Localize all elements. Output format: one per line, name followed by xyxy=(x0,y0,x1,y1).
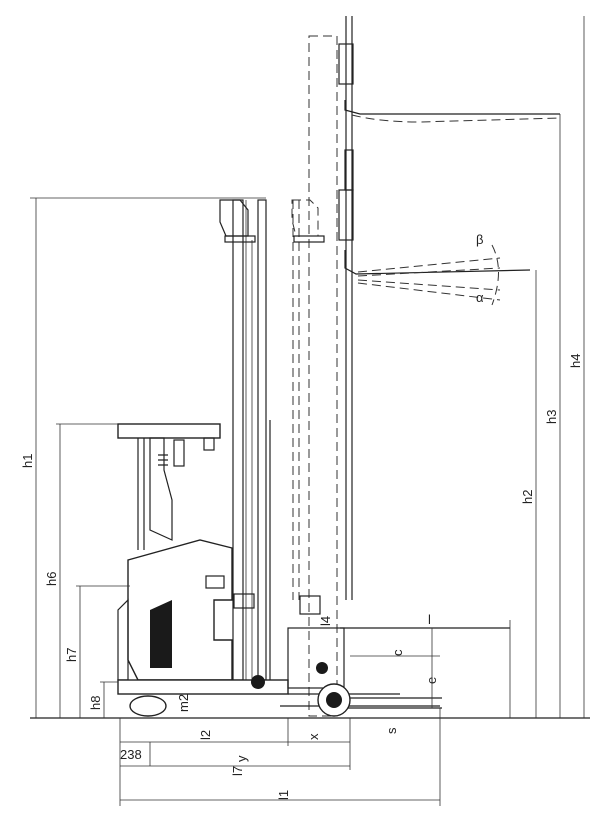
label-h6: h6 xyxy=(44,572,59,586)
label-c: c xyxy=(390,649,405,656)
vertical-dimensions xyxy=(30,16,585,718)
label-l4: l4 xyxy=(318,616,333,626)
label-h7: h7 xyxy=(64,648,79,662)
extended-mast xyxy=(292,16,561,717)
label-238: 238 xyxy=(120,747,142,762)
label-m2: m2 xyxy=(176,694,191,712)
rear-drive-wheel xyxy=(129,695,167,717)
mid-wheel xyxy=(251,662,328,689)
label-y: y xyxy=(234,755,249,762)
load-wheel xyxy=(317,683,351,717)
label-l2: l2 xyxy=(198,730,213,740)
label-x: x xyxy=(306,733,321,740)
truck-body xyxy=(117,423,510,709)
label-e: e xyxy=(424,677,439,684)
label-l: l xyxy=(428,612,431,627)
label-alpha: α xyxy=(476,290,484,305)
label-l1: l1 xyxy=(276,790,291,800)
label-h2: h2 xyxy=(520,490,535,504)
battery-panel xyxy=(150,600,172,668)
label-s: s xyxy=(384,727,399,734)
label-beta: β xyxy=(476,232,483,247)
label-l7: l7 xyxy=(230,766,245,776)
horizontal-dimensions xyxy=(119,708,441,806)
label-h1: h1 xyxy=(20,454,35,468)
label-h4: h4 xyxy=(568,354,583,368)
label-h8: h8 xyxy=(88,696,103,710)
label-h3: h3 xyxy=(544,410,559,424)
dashed-carriage-head xyxy=(291,199,325,243)
